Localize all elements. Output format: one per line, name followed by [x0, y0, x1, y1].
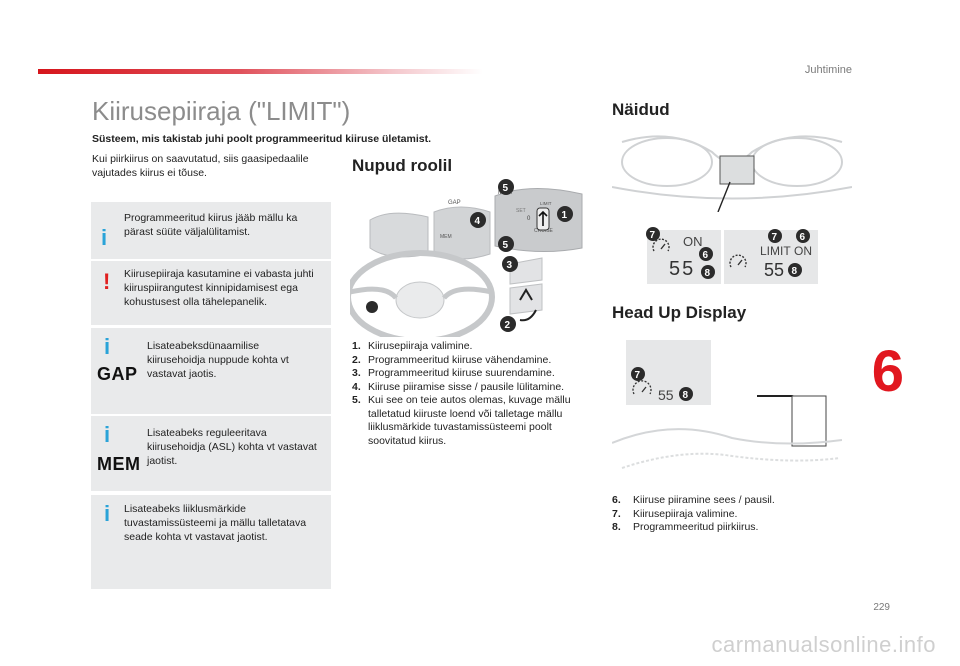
- list-item: 3.Programmeeritud kiiruse suurendamine.: [352, 367, 555, 379]
- list-item: 7.Kiirusepiiraja valimine.: [612, 507, 738, 520]
- watermark-text: carmanualsonline.info: [711, 632, 936, 657]
- arrow-up-icon: [519, 288, 533, 301]
- note-text: Lisateabeksdünaamilise kiirusehoidja nup…: [147, 340, 289, 380]
- svg-text:8: 8: [792, 266, 798, 277]
- svg-text:8: 8: [705, 268, 711, 279]
- speed-value: 55: [764, 260, 785, 280]
- number-badge: 1: [557, 206, 573, 222]
- number-badge: 7: [768, 229, 782, 243]
- button-shape: [509, 283, 543, 315]
- list-item: 5.Kui see on teie autos olemas, kuvage m…: [352, 394, 571, 447]
- steering-controls-illustration: GAP MEM MEM CRUISE LIMIT SET 0 1 2 3 4 5…: [350, 179, 583, 337]
- number-badge: 3: [502, 256, 518, 272]
- speedometer-icon: [632, 380, 652, 395]
- note-box: i GAP Lisateabeksdünaamilise kiirusehoid…: [91, 328, 331, 414]
- header-accent-bar: [38, 69, 483, 74]
- button-shape: [509, 257, 543, 285]
- number-badge: 6: [699, 247, 713, 261]
- mem-label: MEM: [97, 454, 141, 474]
- page-number: 229: [873, 602, 890, 613]
- speedometer-icon: [729, 254, 747, 268]
- note-text: Programmeeritud kiirus jääb mällu ka pär…: [124, 212, 298, 238]
- chapter-number: 6: [871, 339, 904, 404]
- mem-text: MEM: [440, 234, 452, 240]
- list-item: 8.Programmeeritud piirkiirus.: [612, 521, 759, 533]
- page-title: Kiirusepiiraja ("LIMIT"): [92, 96, 351, 126]
- displays-heading: Näidud: [612, 100, 670, 119]
- intro-text: Kui piirkiirus on saavutatud, siis gaasi…: [92, 153, 309, 179]
- number-badge: 4: [470, 212, 486, 228]
- set-text: SET: [516, 208, 526, 214]
- hud-speed-value: 55: [658, 387, 674, 403]
- section-title: Juhtimine: [804, 64, 852, 76]
- display-badges: 7 6 8 7 6 8: [646, 227, 810, 279]
- info-icon: i: [104, 422, 111, 447]
- list-item: 1.Kiirusepiiraja valimine.: [352, 340, 473, 352]
- note-box: i Lisateabeks liiklusmärkide tuvastamiss…: [91, 495, 331, 589]
- hud-list: 6.Kiiruse piiramine sees / pausil. 7.Kii…: [612, 494, 842, 535]
- instrument-panel-illustration: [612, 135, 852, 212]
- svg-text:8: 8: [683, 390, 689, 401]
- off-position-text: 0: [527, 216, 531, 222]
- number-badge: 5: [498, 179, 514, 195]
- speedometer-icon: [652, 238, 670, 252]
- svg-text:7: 7: [772, 232, 778, 243]
- note-box: i MEM Lisateabeks reguleeritava kiiruseh…: [91, 416, 331, 491]
- gap-label: GAP: [97, 364, 138, 384]
- warning-box: ! Kiirusepiiraja kasutamine ei vabasta j…: [91, 261, 331, 325]
- svg-text:7: 7: [635, 370, 641, 381]
- svg-text:6: 6: [703, 250, 709, 261]
- number-badge: 5: [498, 236, 514, 252]
- steering-wheel: [350, 250, 495, 337]
- number-badge: 8: [701, 265, 715, 279]
- info-icon: i: [101, 225, 108, 250]
- svg-text:2: 2: [505, 320, 511, 331]
- note-box: i Programmeeritud kiirus jääb mällu ka p…: [91, 202, 331, 259]
- arrow-icon: [519, 309, 537, 322]
- speed-value: 55: [669, 258, 696, 280]
- list-item: 6.Kiiruse piiramine sees / pausil.: [612, 494, 775, 506]
- svg-text:4: 4: [475, 216, 481, 227]
- hud-heading: Head Up Display: [612, 303, 747, 322]
- controls-heading: Nupud roolil: [352, 156, 453, 175]
- arrow-up-icon: [538, 210, 548, 226]
- list-item: 2.Programmeeritud kiiruse vähendamine.: [352, 353, 552, 366]
- head-up-display-illustration: 55 7 8: [612, 340, 842, 469]
- number-badge: 2: [500, 316, 516, 332]
- number-badge: 7: [646, 227, 660, 241]
- number-badge: 8: [679, 387, 693, 401]
- mode-text: LIMIT: [760, 244, 791, 258]
- info-icon: i: [104, 334, 111, 359]
- status-text: ON: [683, 234, 703, 249]
- control-marker-icon: [366, 301, 378, 313]
- info-icon: i: [104, 501, 111, 526]
- svg-text:5: 5: [503, 240, 509, 251]
- note-text: Lisateabeks liiklusmärkide tuvastamissüs…: [124, 503, 307, 543]
- svg-text:6: 6: [800, 232, 806, 243]
- list-item: 4.Kiiruse piiramise sisse / pausile lüli…: [352, 380, 565, 393]
- gap-text: GAP: [448, 200, 461, 206]
- svg-text:3: 3: [507, 260, 513, 271]
- steering-wheel-hub: [395, 281, 445, 319]
- number-badge: 7: [631, 367, 645, 381]
- note-text: Kiirusepiiraja kasutamine ei vabasta juh…: [124, 268, 314, 308]
- controls-list: 1.Kiirusepiiraja valimine. 2.Programmeer…: [352, 340, 597, 448]
- status-text: ON: [794, 244, 812, 258]
- number-badge: 6: [796, 229, 810, 243]
- note-text: Lisateabeks reguleeritava kiirusehoidja …: [147, 427, 317, 467]
- steering-spokes: [350, 286, 493, 300]
- page-subtitle: Süsteem, mis takistab juhi poolt program…: [92, 133, 431, 145]
- svg-text:7: 7: [650, 230, 656, 241]
- warning-icon: !: [103, 269, 111, 294]
- cruise-text: CRUISE: [534, 228, 554, 234]
- number-badge: 8: [788, 263, 802, 277]
- svg-text:5: 5: [503, 183, 509, 194]
- svg-text:1: 1: [562, 210, 568, 221]
- limit-text: LIMIT: [540, 201, 552, 206]
